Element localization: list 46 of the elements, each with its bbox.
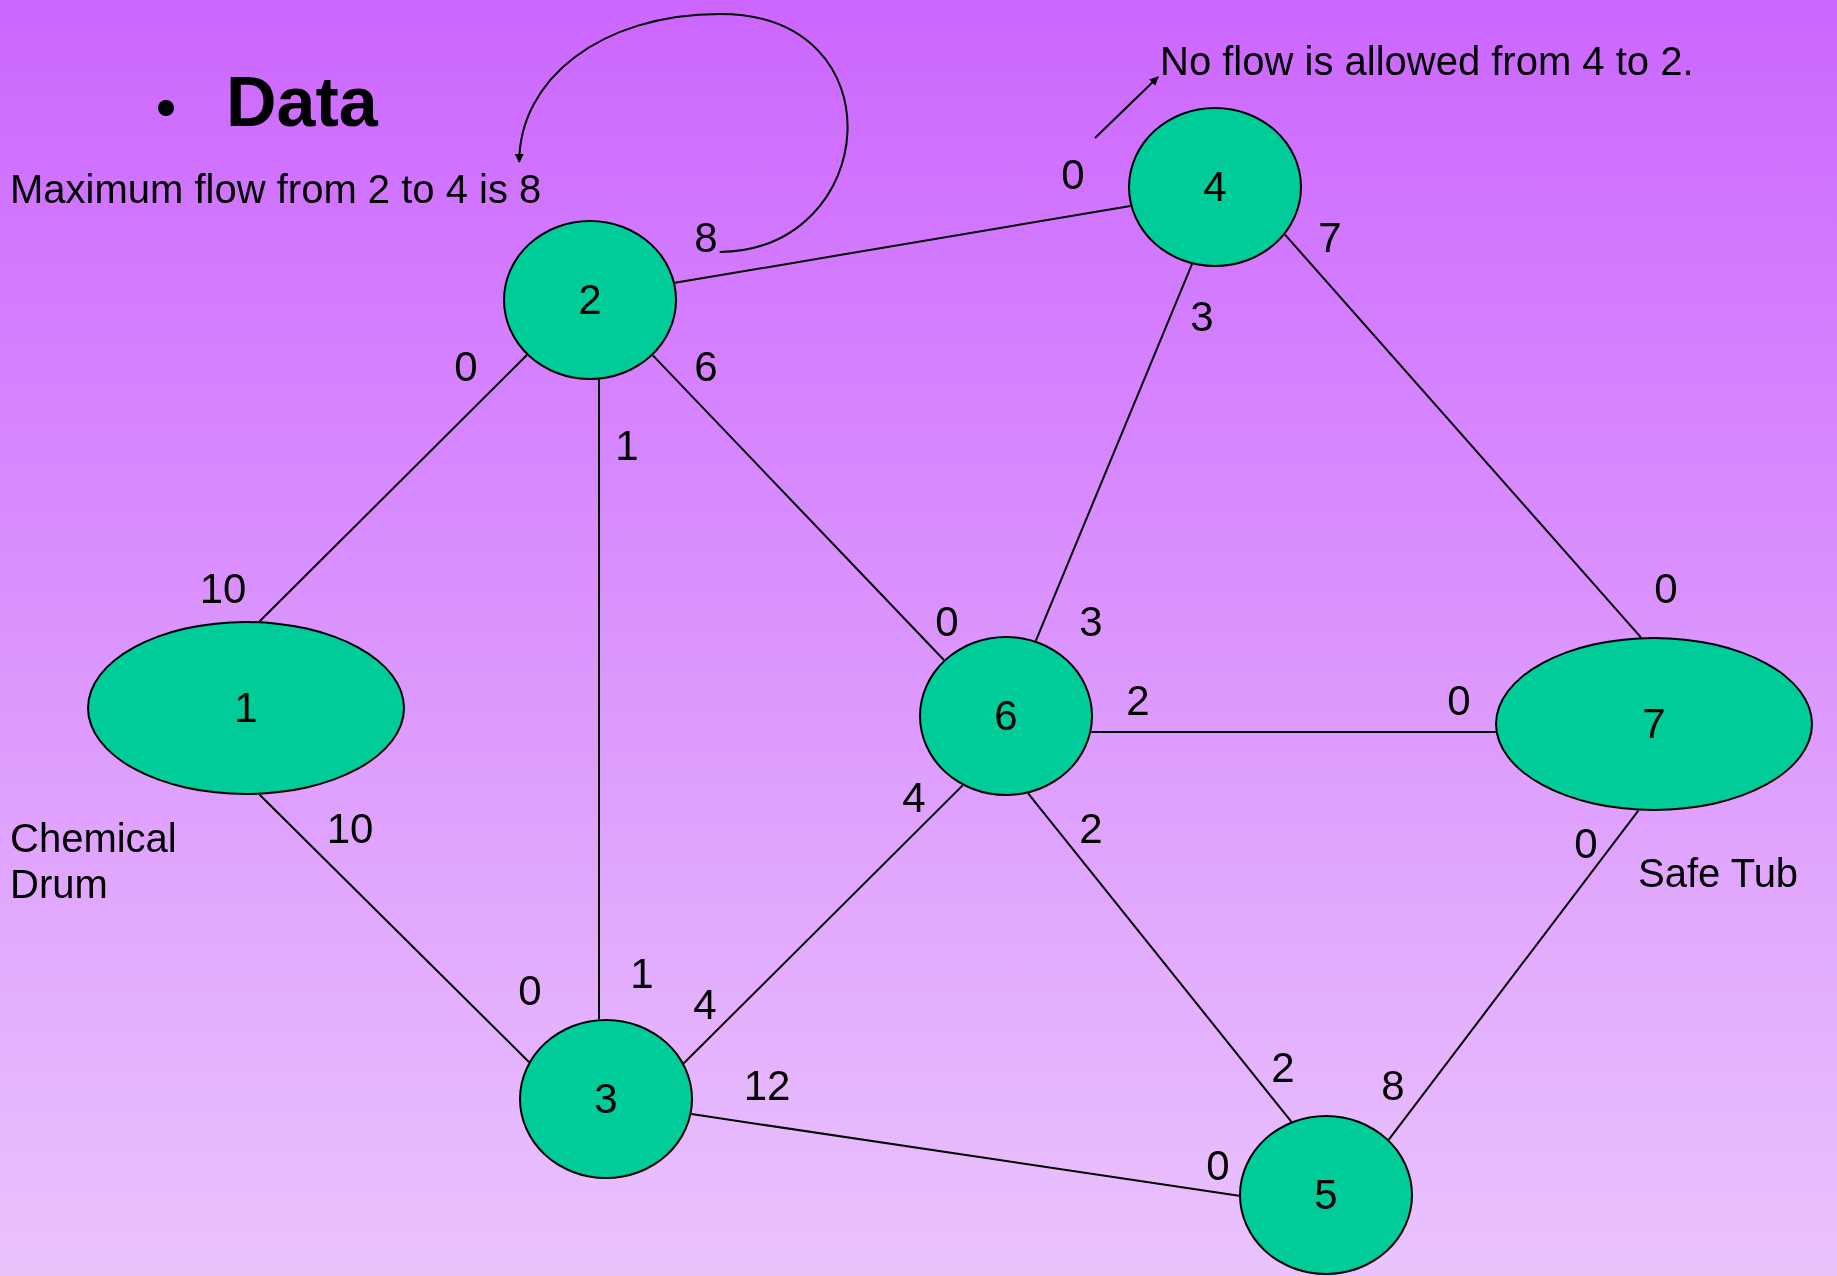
capacity-label: 0: [518, 967, 542, 1015]
capacity-label: 2: [1126, 677, 1150, 725]
title: Data: [226, 62, 378, 143]
network-edge: [651, 354, 945, 661]
network-edge: [258, 354, 528, 623]
node-caption: Chemical Drum: [10, 815, 178, 907]
network-edge: [1283, 233, 1642, 639]
capacity-label: 1: [615, 422, 639, 470]
capacity-label: 0: [1447, 677, 1471, 725]
capacity-label: 0: [1206, 1142, 1230, 1190]
network-edge: [674, 204, 1132, 284]
capacity-label: 4: [693, 981, 717, 1029]
annotation-arrow: [1094, 76, 1159, 139]
capacity-label: 10: [326, 805, 374, 853]
capacity-label: 3: [1190, 293, 1214, 341]
node-caption: Safe Tub: [1638, 850, 1800, 896]
capacity-label: 1: [630, 950, 654, 998]
network-edge: [682, 784, 964, 1065]
node-ellipse: 4: [1128, 107, 1302, 267]
annotation-text: Maximum flow from 2 to 4 is 8: [10, 166, 542, 212]
capacity-label: 0: [1654, 565, 1678, 613]
node-ellipse: 5: [1239, 1115, 1413, 1275]
network-edge: [1387, 809, 1640, 1141]
capacity-label: 2: [1079, 805, 1103, 853]
network-edge: [1034, 263, 1193, 642]
node-ellipse: 3: [519, 1019, 693, 1179]
capacity-label: 12: [743, 1062, 791, 1110]
network-edge: [1027, 792, 1293, 1123]
annotation-text: No flow is allowed from 4 to 2.: [1160, 38, 1694, 84]
capacity-label: 8: [694, 214, 718, 262]
capacity-label: 10: [199, 565, 247, 613]
capacity-label: 6: [694, 343, 718, 391]
node-ellipse: 1: [87, 621, 405, 795]
capacity-label: 7: [1318, 214, 1342, 262]
capacity-label: 2: [1271, 1044, 1295, 1092]
capacity-label: 0: [1574, 820, 1598, 868]
capacity-label: 0: [454, 343, 478, 391]
network-edge: [1090, 731, 1497, 733]
network-edge: [598, 378, 600, 1021]
node-ellipse: 2: [503, 220, 677, 380]
annotation-arrow: [515, 13, 849, 253]
network-edge: [690, 1113, 1240, 1197]
node-ellipse: 7: [1495, 637, 1813, 811]
network-edge: [258, 793, 530, 1063]
capacity-label: 8: [1381, 1062, 1405, 1110]
capacity-label: 0: [1061, 151, 1085, 199]
